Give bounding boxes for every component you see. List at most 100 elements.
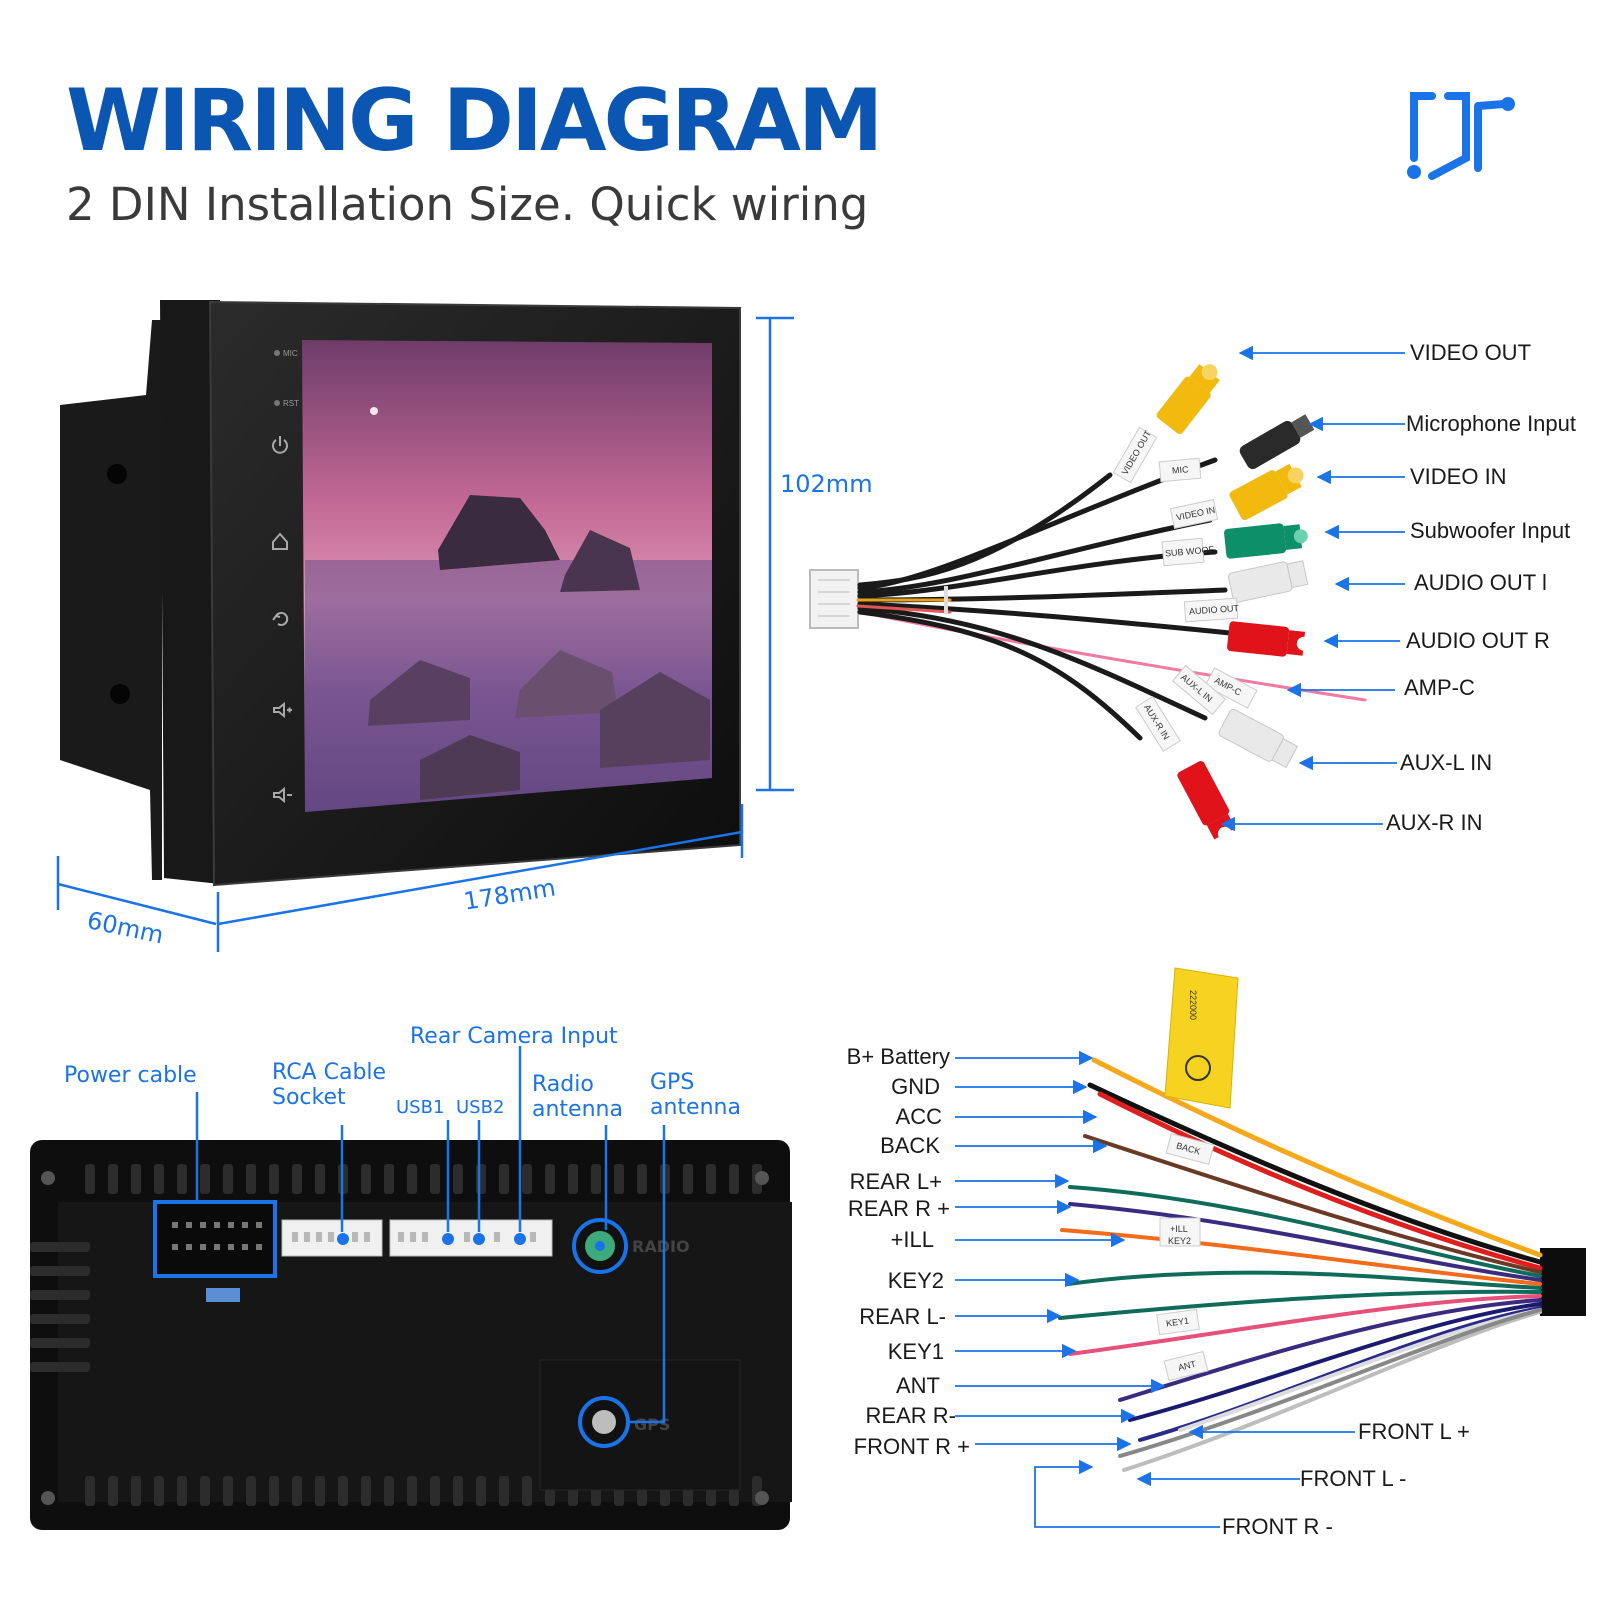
label-b-battery: B+ Battery	[846, 1044, 950, 1069]
width-dimension-line	[217, 830, 743, 926]
vent-slot	[706, 1164, 716, 1194]
label-radio-antenna: Radio antenna	[532, 1072, 623, 1123]
chassis-side	[160, 300, 220, 884]
video-out-plug	[1156, 364, 1220, 434]
volume-down-icon[interactable]	[273, 786, 292, 804]
subwoofer-plug	[1224, 523, 1308, 559]
bottom-vent-slots	[85, 1476, 762, 1506]
back-icon[interactable]	[272, 611, 289, 626]
vent-slot	[384, 1476, 394, 1506]
rock	[515, 650, 618, 718]
vent-slot	[637, 1164, 647, 1194]
label-back: BACK	[880, 1133, 940, 1158]
power-port-pins	[172, 1222, 262, 1250]
label-power-cable: Power cable	[64, 1063, 197, 1088]
vent-slot	[499, 1476, 509, 1506]
mounting-bracket	[60, 320, 162, 880]
label-key2: KEY2	[887, 1268, 944, 1293]
vent-slot	[430, 1164, 440, 1194]
label-usb1: USB1	[396, 1097, 445, 1118]
label-amp-c: AMP-C	[1404, 675, 1475, 700]
mic-plug	[1239, 414, 1315, 470]
vent-slot	[200, 1164, 210, 1194]
label-front-r-plus: FRONT R +	[853, 1434, 970, 1459]
vent-slot	[499, 1164, 509, 1194]
tag-audio-out: AUDIO OUT	[1189, 603, 1240, 616]
vent-slot	[683, 1164, 693, 1194]
aux-r-in-plug	[1177, 761, 1236, 841]
label-subwoofer-input: Subwoofer Input	[1410, 518, 1571, 543]
aux-l-in-plug	[1218, 708, 1299, 769]
height-dimension: 102mm	[780, 470, 873, 498]
vent-slot	[154, 1164, 164, 1194]
label-rear-r-minus: REAR R-	[865, 1403, 956, 1428]
moon	[370, 407, 378, 415]
head-unit: MIC RST	[60, 300, 741, 887]
rock	[600, 672, 710, 768]
label-microphone-input: Microphone Input	[1406, 411, 1576, 436]
vent-slot	[591, 1164, 601, 1194]
tag-sub-woof: SUB WOOF	[1165, 544, 1215, 558]
mic-label: MIC	[283, 349, 298, 358]
audio-out-r-plug	[1227, 621, 1311, 657]
vent-slot	[269, 1476, 279, 1506]
power-icon[interactable]	[272, 436, 288, 454]
label-ant: ANT	[896, 1373, 940, 1398]
vent-slot	[453, 1164, 463, 1194]
vent-slot	[108, 1476, 118, 1506]
rca-connector-plug	[809, 569, 859, 629]
depth-dimension-line	[57, 882, 217, 926]
label-aux-l-in: AUX-L IN	[1400, 750, 1493, 775]
dimension-lines	[56, 316, 794, 952]
music-note-phone-icon	[1407, 92, 1515, 180]
usb1-port[interactable]	[442, 1233, 454, 1245]
iso-connector	[1540, 1248, 1586, 1316]
usb2-port[interactable]	[473, 1233, 485, 1245]
vent-slot	[407, 1476, 417, 1506]
bracket-hole	[110, 684, 130, 704]
page-subtitle: 2 DIN Installation Size. Quick wiring	[66, 178, 869, 231]
tag-mic: MIC	[1172, 464, 1190, 475]
label-rca-cable-socket: RCA Cable Socket	[272, 1060, 387, 1111]
vent-slot	[407, 1164, 417, 1194]
vent-slot	[223, 1164, 233, 1194]
vent-slot	[246, 1164, 256, 1194]
label-usb2: USB2	[456, 1097, 505, 1118]
rca-pointer-lines	[1220, 345, 1405, 832]
vent-slot	[269, 1164, 279, 1194]
vent-slot	[522, 1164, 532, 1194]
reset-button[interactable]	[274, 400, 280, 406]
vent-slot	[177, 1476, 187, 1506]
tag-key2: KEY2	[1168, 1236, 1191, 1246]
vent-slot	[361, 1476, 371, 1506]
label-gps-antenna: GPS antenna	[650, 1070, 741, 1121]
radio-embossed-label: RADIO	[632, 1237, 690, 1256]
volume-up-icon[interactable]	[273, 701, 292, 719]
vent-slot	[315, 1164, 325, 1194]
fuse	[206, 1288, 240, 1302]
label-acc: ACC	[895, 1104, 942, 1129]
vent-slot	[131, 1164, 141, 1194]
vent-slot	[729, 1164, 739, 1194]
power-cable-port[interactable]	[153, 1200, 277, 1278]
label-rear-l-minus: REAR L-	[859, 1304, 946, 1329]
vent-slot	[315, 1476, 325, 1506]
screw	[755, 1491, 769, 1505]
rst-label: RST	[283, 399, 299, 408]
vent-slot	[85, 1476, 95, 1506]
home-icon[interactable]	[272, 532, 288, 550]
back-panel: RADIO GPS	[30, 1046, 792, 1530]
rear-camera-port[interactable]	[514, 1233, 526, 1245]
bracket-hole	[107, 464, 127, 484]
vent-slot	[614, 1164, 624, 1194]
vent-slot	[568, 1164, 578, 1194]
back-panel-leader-lines	[195, 1046, 666, 1424]
label-front-l-plus: FRONT L +	[1358, 1419, 1470, 1444]
side-vent-slots	[30, 1242, 90, 1372]
page-title: WIRING DIAGRAM	[66, 71, 883, 171]
vent-slot	[361, 1164, 371, 1194]
vent-slot	[177, 1164, 187, 1194]
vent-slot	[200, 1476, 210, 1506]
label-rear-r-plus: REAR R +	[847, 1196, 950, 1221]
